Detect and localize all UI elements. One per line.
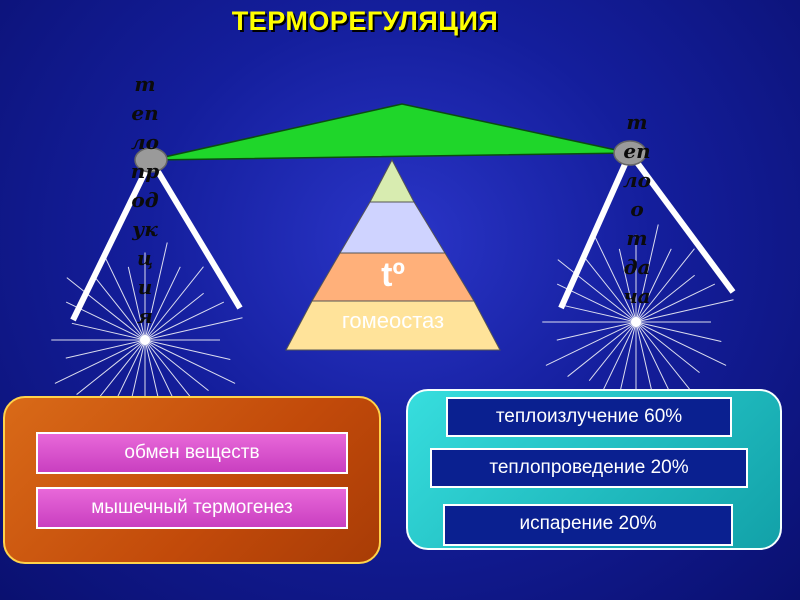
burst-ray (71, 322, 146, 341)
pyramid-base (285, 300, 501, 351)
burst-ray (144, 242, 168, 341)
burst-ray (584, 258, 637, 323)
burst-ray (635, 321, 700, 374)
right-pan-rope-left (558, 151, 633, 310)
burst-ray (635, 283, 716, 323)
left-star-burst (51, 242, 243, 440)
burst-ray (103, 255, 146, 341)
burst-ray (635, 321, 695, 396)
homeostasis-label: гомеостаз (342, 308, 444, 333)
burst-ray (635, 321, 722, 342)
radiation-box: теплоизлучение 60% (446, 397, 732, 437)
left-pivot-ball (134, 147, 168, 173)
heat-production-panel: обмен веществ мышечный термогенез (3, 396, 381, 564)
burst-ray (594, 237, 637, 323)
heat-loss-vertical-label: теплоотдача (623, 110, 651, 308)
burst-ray (97, 339, 146, 399)
burst-ray (127, 266, 146, 341)
pyramid-top (369, 158, 415, 203)
evaporation-box: испарение 20% (443, 504, 733, 546)
burst-ray (144, 301, 225, 341)
burst-ray (617, 321, 637, 402)
heat-production-vertical-label: теплопродукция (130, 72, 160, 328)
pyramid-level-2 (339, 201, 446, 254)
burst-ray (635, 274, 695, 323)
burst-ray (144, 339, 236, 384)
page-title: ТЕРМОРЕГУЛЯЦИЯ (231, 6, 499, 36)
pyramid: tº гомеостаз (285, 158, 501, 351)
burst-ray (567, 321, 637, 377)
burst-ray (144, 292, 204, 341)
burst-ray (635, 248, 695, 323)
burst-ray (54, 339, 146, 384)
burst-ray (635, 248, 672, 323)
burst-ray (144, 266, 181, 341)
right-pivot-ball (613, 140, 647, 166)
right-pan-rope-right (627, 151, 736, 294)
temperature-symbol: tº (381, 256, 405, 294)
burst-ray (144, 266, 204, 341)
burst-ray (144, 339, 231, 360)
burst-ray (65, 339, 146, 359)
burst-center (140, 335, 150, 345)
muscle-thermogenesis-box: мышечный термогенез (36, 487, 348, 529)
heat-loss-panel: теплоизлучение 60% теплопроведение 20% и… (406, 389, 782, 550)
right-star-burst (542, 224, 734, 422)
metabolism-box: обмен веществ (36, 432, 348, 474)
burst-ray (76, 339, 146, 395)
burst-center (631, 317, 641, 327)
burst-ray (144, 317, 243, 341)
burst-ray (93, 276, 146, 341)
left-pan-rope-right (148, 158, 243, 310)
burst-ray (562, 304, 637, 323)
left-pan-rope-left (70, 158, 154, 322)
burst-ray (635, 321, 669, 390)
burst-ray (66, 277, 146, 341)
burst-ray (635, 224, 659, 323)
burst-ray (635, 321, 727, 366)
conduction-box: теплопроведение 20% (430, 448, 748, 488)
burst-ray (557, 259, 637, 323)
burst-ray (556, 321, 637, 341)
balance-beam (150, 103, 631, 161)
burst-ray (144, 339, 209, 392)
burst-ray (545, 321, 637, 366)
burst-ray (588, 321, 637, 381)
burst-ray (618, 248, 637, 323)
burst-ray (635, 299, 734, 323)
